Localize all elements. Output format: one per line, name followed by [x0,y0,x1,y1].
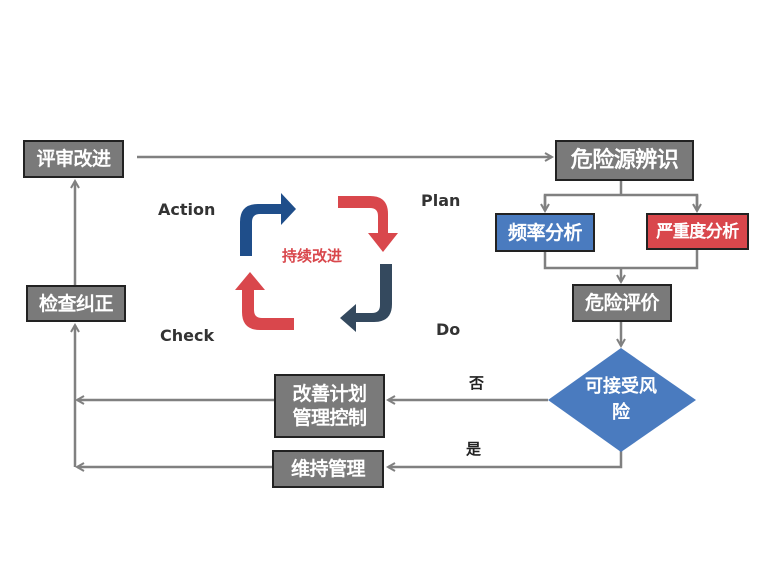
decision-diamond [548,348,696,452]
pdca-label-plan: Plan [421,191,461,210]
box-check-correct-label: 检查纠正 [38,292,114,315]
connector-join [543,250,699,270]
pdca-arrow-plan-icon [338,196,398,252]
box-hazard-identification[interactable]: 危险源辨识 [555,140,694,181]
pdca-label-action: Action [158,200,216,219]
box-improvement-plan-line2: 管理控制 [292,407,367,429]
box-risk-evaluation-label: 危险评价 [584,292,660,314]
box-risk-evaluation[interactable]: 危险评价 [572,284,672,322]
label-no: 否 [469,374,485,392]
box-frequency-analysis[interactable]: 频率分析 [495,213,595,252]
decision-text: 可接受风 险 [571,374,671,426]
pdca-label-check: Check [160,326,215,345]
pdca-arrow-check-icon [235,272,294,330]
box-maintain-management[interactable]: 维持管理 [272,450,384,488]
pdca-label-do: Do [436,320,461,339]
connector-split [543,193,699,210]
label-yes: 是 [466,440,482,458]
box-improvement-plan-line1: 改善计划 [292,383,367,405]
pdca-arrow-action-icon [240,193,296,256]
box-frequency-analysis-label: 频率分析 [507,221,583,244]
box-review-improve[interactable]: 评审改进 [23,140,124,178]
box-severity-analysis-label: 严重度分析 [656,221,739,242]
pdca-center-label: 持续改进 [282,247,343,265]
box-maintain-management-label: 维持管理 [290,458,366,480]
box-severity-analysis[interactable]: 严重度分析 [646,213,749,250]
box-hazard-identification-label: 危险源辨识 [570,147,679,173]
box-check-correct[interactable]: 检查纠正 [26,285,126,322]
pdca-arrow-do-icon [340,264,392,332]
box-improvement-plan[interactable]: 改善计划 管理控制 [274,374,385,438]
decision-line2: 险 [612,402,630,423]
box-review-improve-label: 评审改进 [36,148,111,170]
decision-line1: 可接受风 [585,376,657,397]
connector-yes [388,450,623,467]
